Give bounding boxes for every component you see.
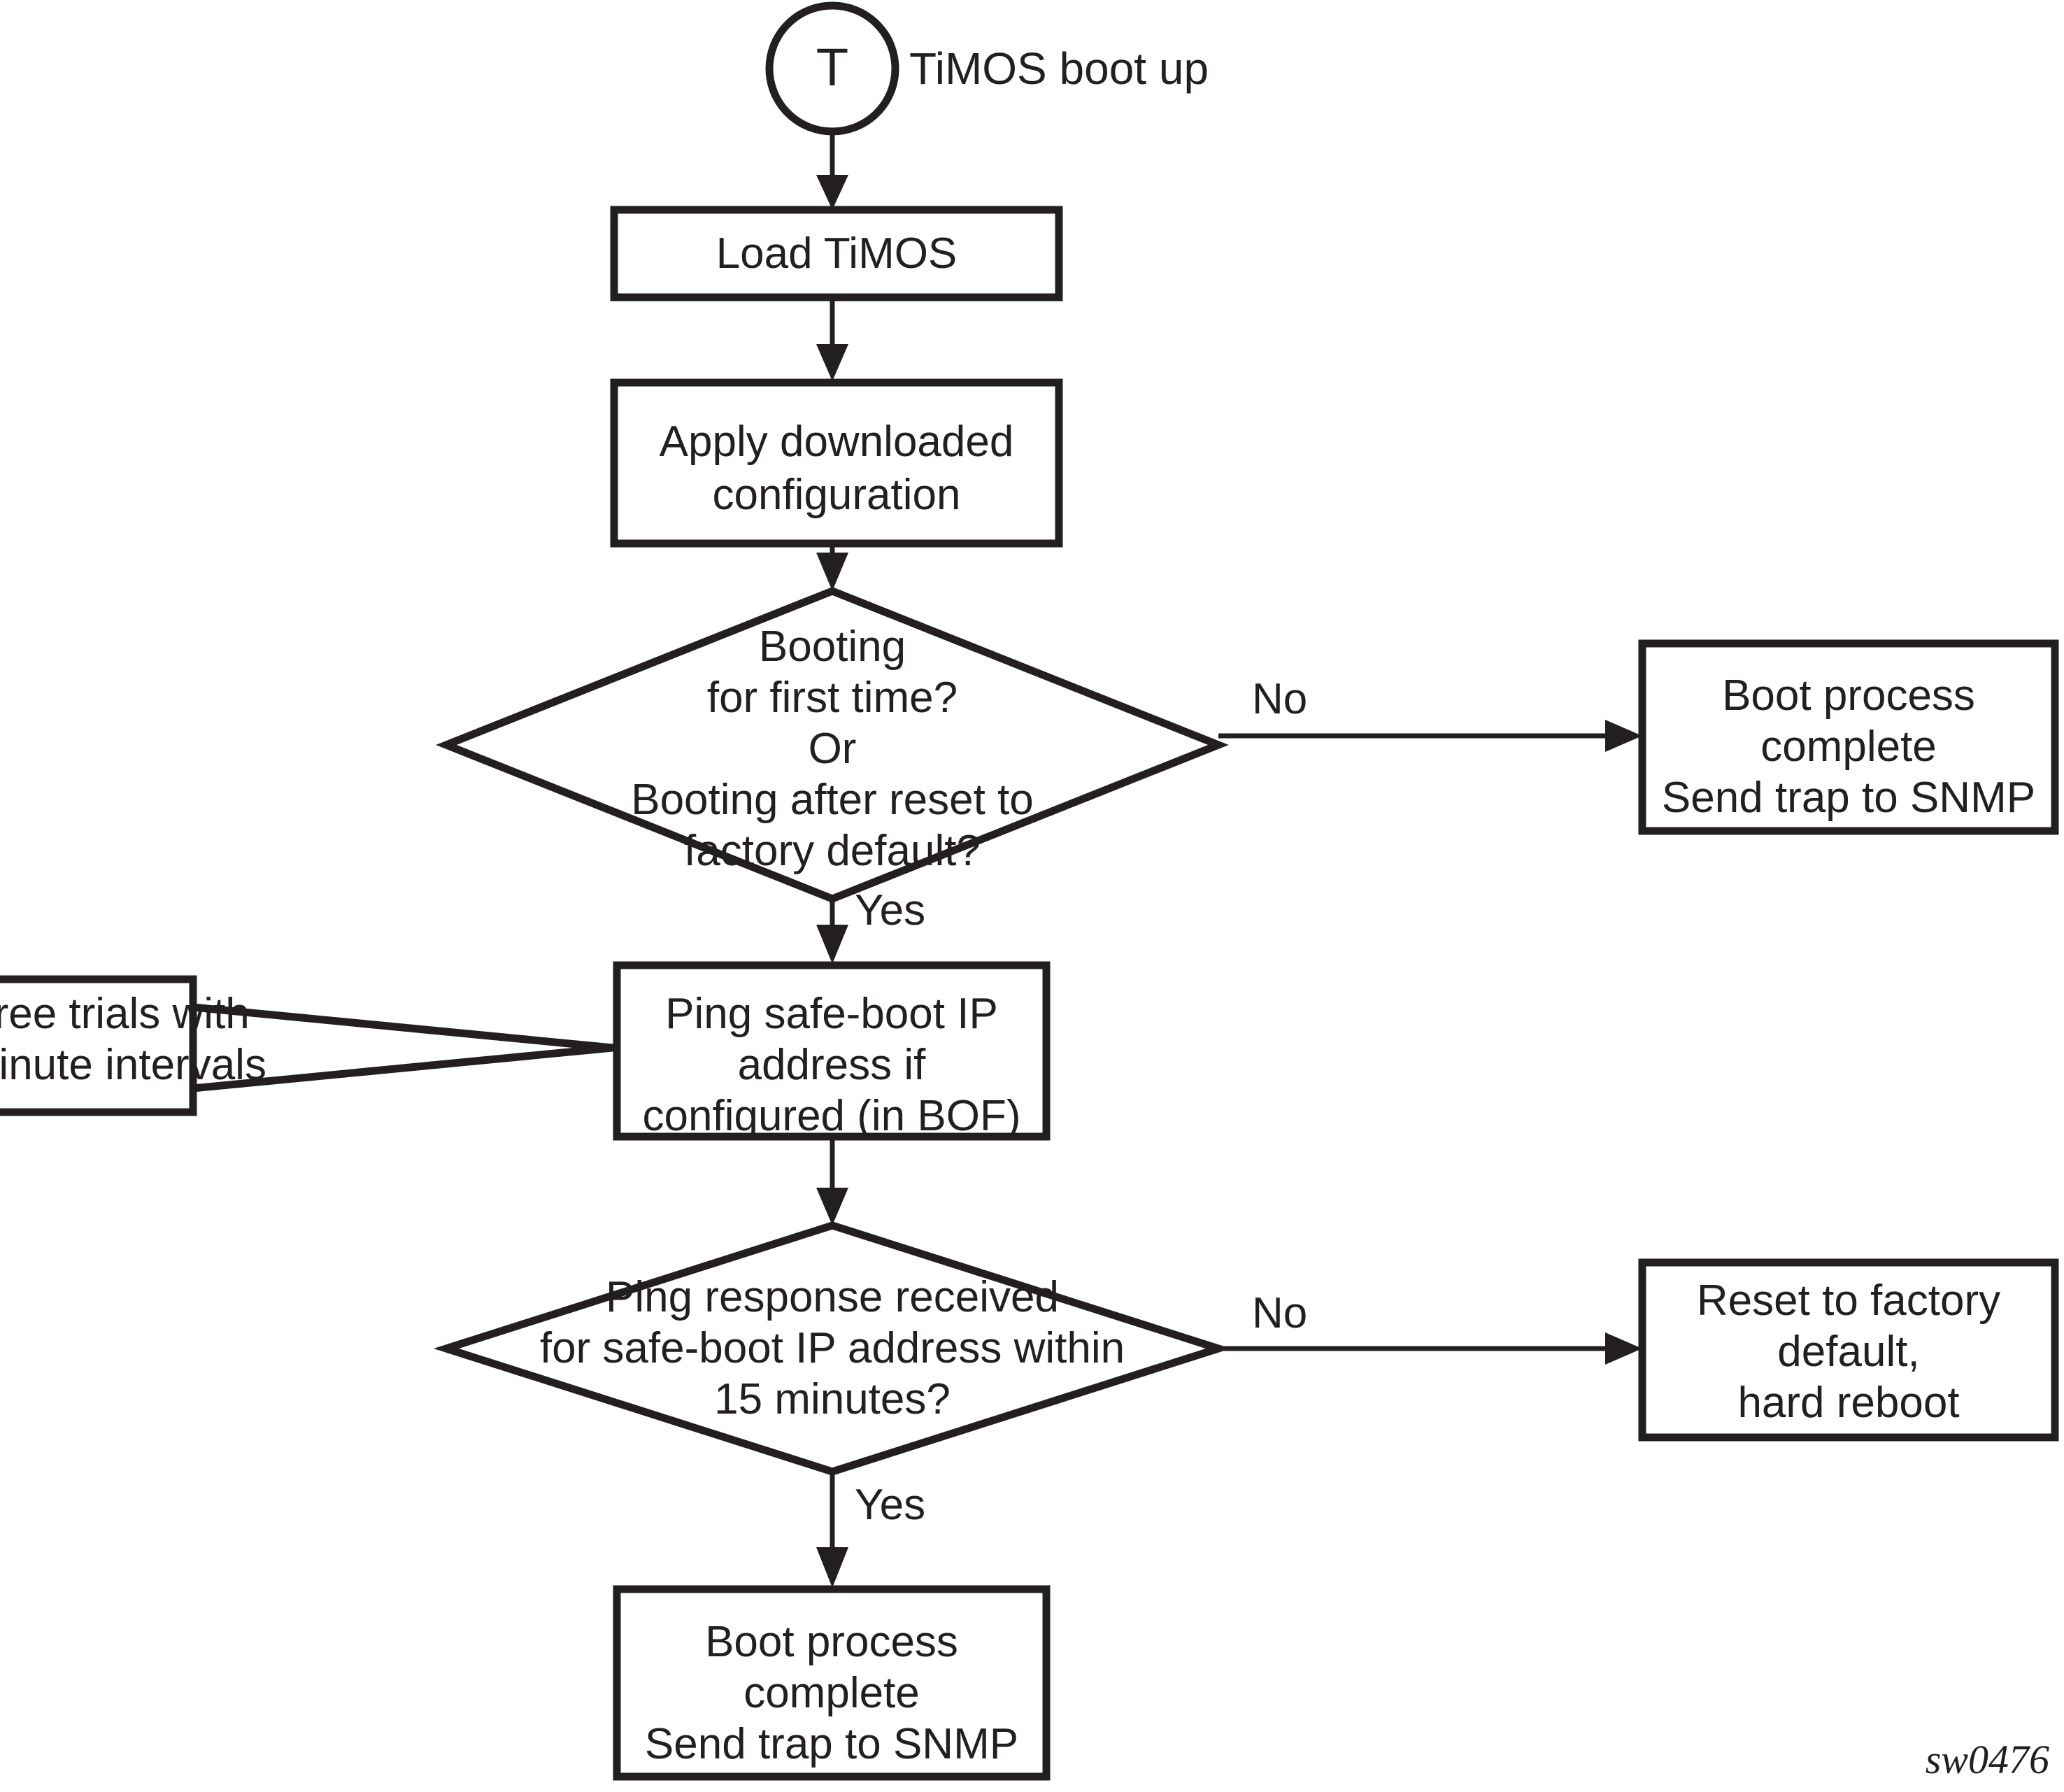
first-boot-line-2: for first time? bbox=[707, 674, 958, 722]
apply-config-box bbox=[610, 378, 1063, 548]
edge-label-first-boot-no: No bbox=[1252, 675, 1307, 723]
node-ping-safe-boot[interactable]: Ping safe-boot IP address if configured … bbox=[613, 961, 1051, 1141]
edge-start-to-load bbox=[816, 133, 848, 210]
reset-factory-line-1: Reset to factory bbox=[1697, 1277, 2000, 1325]
trials-note-box bbox=[0, 975, 197, 1116]
edge-label-ping-response-yes: Yes bbox=[855, 1481, 925, 1529]
boot-complete-right-line-2: complete bbox=[1760, 723, 1937, 771]
start-node[interactable]: T bbox=[765, 1, 899, 136]
load-timos-box bbox=[610, 206, 1063, 301]
load-timos-label: Load TiMOS bbox=[716, 229, 958, 278]
node-first-boot-decision[interactable]: Booting for first time? Or Booting after… bbox=[436, 587, 1229, 903]
edge-label-first-boot-yes: Yes bbox=[855, 886, 925, 934]
figure-id-label: sw0476 bbox=[1926, 1737, 2049, 1782]
first-boot-line-5: factory default? bbox=[684, 827, 981, 875]
edge-ping-response-yes bbox=[816, 1472, 848, 1588]
start-letter: T bbox=[816, 38, 848, 97]
boot-complete-bottom-box bbox=[613, 1585, 1051, 1781]
boot-complete-right-line-1: Boot process bbox=[1722, 671, 1975, 720]
node-reset-factory[interactable]: Reset to factory default, hard reboot bbox=[1638, 1258, 2059, 1442]
ping-safe-boot-box bbox=[613, 961, 1051, 1141]
trials-note-line-2: 5 minute intervals bbox=[0, 1041, 266, 1089]
reset-factory-line-3: hard reboot bbox=[1737, 1379, 1959, 1427]
ping-response-line-3: 15 minutes? bbox=[714, 1375, 951, 1423]
reset-factory-box bbox=[1638, 1258, 2059, 1442]
start-caption-label: TiMOS boot up bbox=[909, 43, 1209, 94]
node-load-timos[interactable]: Load TiMOS bbox=[610, 206, 1063, 301]
ping-safe-boot-line-2: address if bbox=[738, 1041, 927, 1089]
reset-factory-line-2: default, bbox=[1777, 1328, 1919, 1376]
edge-label-ping-response-no: No bbox=[1252, 1289, 1307, 1337]
ping-response-line-1: Ping response received bbox=[606, 1273, 1059, 1321]
apply-config-line-1: Apply downloaded bbox=[660, 418, 1014, 466]
first-boot-line-4: Booting after reset to bbox=[631, 776, 1034, 824]
node-ping-response-decision[interactable]: Ping response received for safe-boot IP … bbox=[433, 1221, 1232, 1476]
boot-complete-bottom-line-3: Send trap to SNMP bbox=[645, 1720, 1018, 1768]
edge-load-to-apply bbox=[816, 297, 848, 381]
edge-apply-to-decision1 bbox=[816, 543, 848, 591]
boot-complete-right-line-3: Send trap to SNMP bbox=[1662, 774, 2035, 822]
node-trials-note[interactable]: Three trials with 5 minute intervals bbox=[0, 975, 613, 1116]
boot-complete-bottom-line-1: Boot process bbox=[705, 1618, 958, 1666]
start-circle bbox=[765, 1, 899, 136]
node-boot-complete-right[interactable]: Boot process complete Send trap to SNMP bbox=[1638, 639, 2059, 835]
ping-safe-boot-line-3: configured (in BOF) bbox=[643, 1092, 1021, 1140]
first-boot-line-1: Booting bbox=[759, 623, 906, 671]
edge-ping-response-no bbox=[1218, 1332, 1642, 1365]
first-boot-line-3: Or bbox=[809, 725, 857, 773]
edge-ping-to-decision2 bbox=[816, 1137, 848, 1225]
edge-first-boot-no bbox=[1218, 720, 1642, 752]
ping-response-line-2: for safe-boot IP address within bbox=[540, 1324, 1125, 1372]
trials-note-line-1: Three trials with bbox=[0, 990, 250, 1038]
node-boot-complete-bottom[interactable]: Boot process complete Send trap to SNMP bbox=[613, 1585, 1051, 1781]
boot-complete-bottom-line-2: complete bbox=[743, 1669, 920, 1717]
edge-first-boot-yes bbox=[816, 899, 848, 964]
apply-config-line-2: configuration bbox=[712, 471, 960, 519]
node-apply-config[interactable]: Apply downloaded configuration bbox=[610, 378, 1063, 548]
ping-safe-boot-line-1: Ping safe-boot IP bbox=[665, 990, 998, 1038]
boot-complete-right-box bbox=[1638, 639, 2059, 835]
